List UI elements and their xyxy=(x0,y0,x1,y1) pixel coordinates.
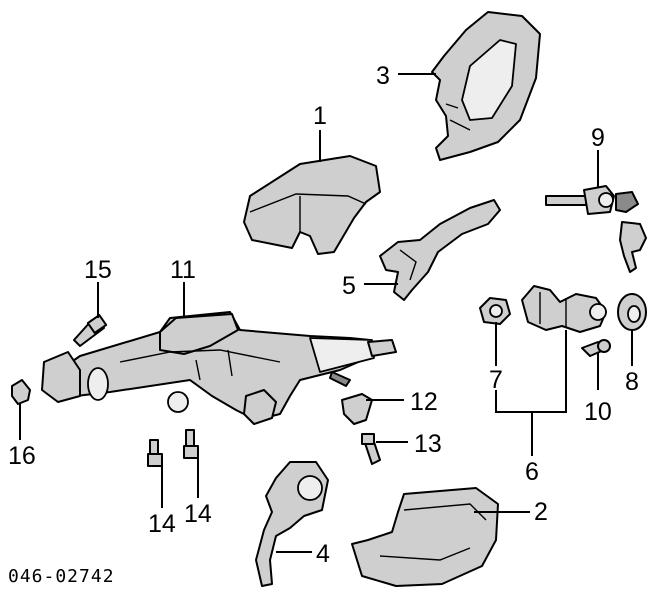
label-9: 9 xyxy=(591,124,605,152)
part-16-clip xyxy=(11,379,31,405)
label-14-right: 14 xyxy=(184,500,212,528)
leader-lines xyxy=(19,73,633,553)
part-15-bolt xyxy=(73,314,108,347)
label-5: 5 xyxy=(342,272,356,300)
label-14-left: 14 xyxy=(148,510,176,538)
part-9-ignition-lock-cylinder xyxy=(545,185,647,273)
diagram-code: 046-02742 xyxy=(8,566,115,587)
label-6: 6 xyxy=(525,458,539,486)
part-12-bracket xyxy=(341,393,373,425)
label-8: 8 xyxy=(625,368,639,396)
label-10: 10 xyxy=(584,398,612,426)
part-7-bushing xyxy=(479,297,511,325)
part-6-ignition-switch-housing xyxy=(521,285,607,333)
part-2-lower-column-shroud xyxy=(351,487,499,587)
label-11: 11 xyxy=(170,256,196,284)
part-1-upper-column-shroud xyxy=(243,155,381,255)
part-5-turn-signal-switch xyxy=(379,199,501,301)
label-2: 2 xyxy=(534,498,548,526)
label-15: 15 xyxy=(84,256,112,284)
part-14-bolts xyxy=(147,429,199,467)
callout-labels: 3 1 9 5 11 15 16 7 8 10 12 13 6 2 14 14 … xyxy=(8,62,639,568)
label-12: 12 xyxy=(410,388,438,416)
label-7: 7 xyxy=(489,366,503,394)
label-13: 13 xyxy=(414,430,442,458)
part-4-switch-stalk xyxy=(255,461,329,587)
label-4: 4 xyxy=(316,540,330,568)
part-8-ring xyxy=(617,293,647,331)
part-3-upper-trim-bezel xyxy=(431,11,541,161)
part-13-stud xyxy=(361,433,381,465)
part-11-steering-column xyxy=(41,311,397,425)
label-3: 3 xyxy=(376,62,390,90)
label-1: 1 xyxy=(313,102,327,130)
leader-6 xyxy=(495,330,567,456)
part-10-screw xyxy=(581,339,611,357)
label-16: 16 xyxy=(8,442,36,470)
